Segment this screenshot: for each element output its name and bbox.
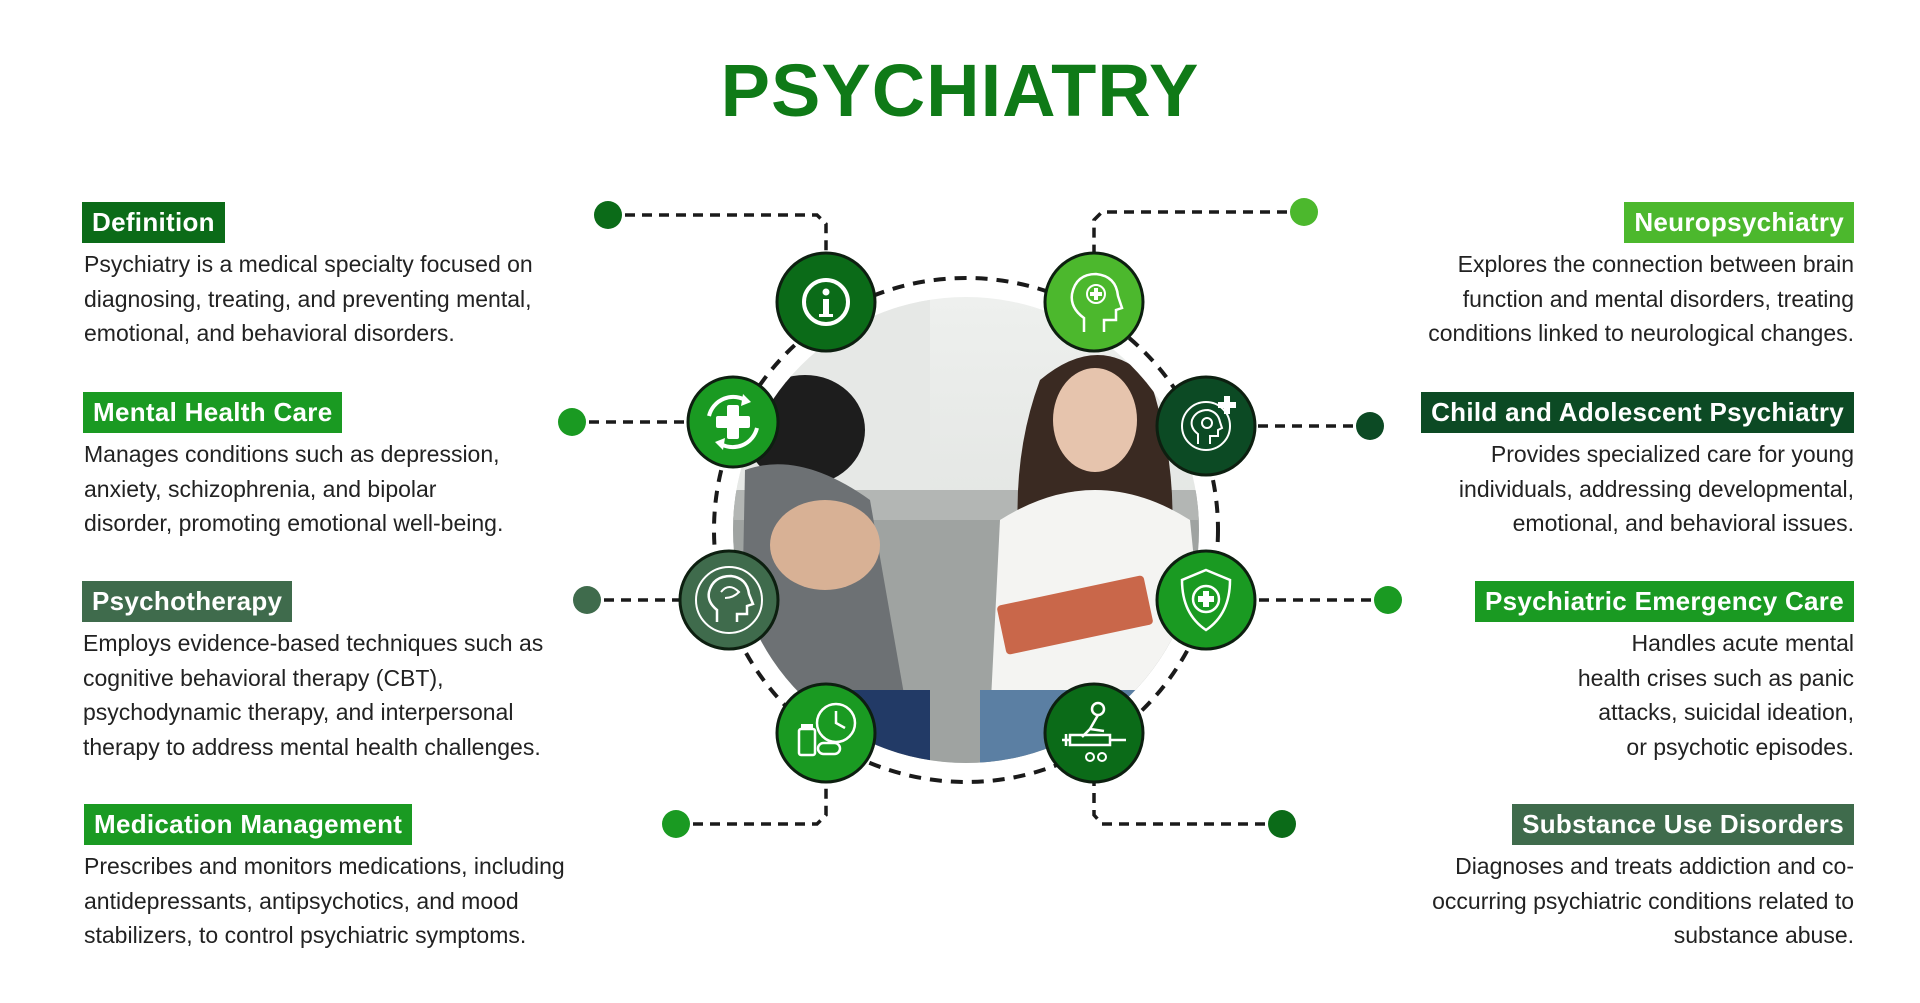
description-line: attacks, suicidal ideation, bbox=[1598, 699, 1854, 725]
syringe-person-icon bbox=[1043, 682, 1145, 784]
section-description: Explores the connection between brain fu… bbox=[1428, 247, 1854, 351]
section-definition: Definition Psychiatry is a medical speci… bbox=[82, 202, 533, 351]
description-line: Psychiatry is a medical specialty focuse… bbox=[84, 251, 533, 277]
section-description: Diagnoses and treats addiction and co- o… bbox=[1432, 849, 1854, 953]
section-description: Prescribes and monitors medications, inc… bbox=[84, 849, 565, 953]
child-head-plus-icon bbox=[1155, 375, 1257, 477]
description-line: antidepressants, antipsychotics, and moo… bbox=[84, 887, 519, 914]
section-label: Child and Adolescent Psychiatry bbox=[1421, 392, 1854, 433]
pills-clock-icon bbox=[775, 682, 877, 784]
section-child-adolescent-psychiatry: Child and Adolescent Psychiatry Provides… bbox=[1421, 392, 1854, 541]
description-line: psychodynamic therapy, and interpersonal bbox=[83, 699, 514, 725]
section-description: Psychiatry is a medical specialty focuse… bbox=[84, 247, 533, 351]
connector-dot bbox=[573, 586, 601, 614]
description-line: Provides specialized care for young bbox=[1490, 441, 1854, 467]
section-psychotherapy: Psychotherapy Employs evidence-based tec… bbox=[82, 581, 543, 764]
shield-cross-icon bbox=[1155, 549, 1257, 651]
description-line: health crises such as panic bbox=[1577, 664, 1854, 691]
description-line: Handles acute mental bbox=[1631, 630, 1854, 656]
section-substance-use-disorders: Substance Use Disorders Diagnoses and tr… bbox=[1432, 804, 1854, 953]
description-line: occurring psychiatric conditions related… bbox=[1432, 887, 1854, 914]
description-line: diagnosing, treating, and preventing men… bbox=[84, 285, 532, 312]
description-line: substance abuse. bbox=[1673, 922, 1854, 948]
description-line: Diagnoses and treats addiction and co- bbox=[1455, 853, 1854, 879]
section-label: Psychotherapy bbox=[82, 581, 293, 622]
section-description: Employs evidence-based techniques such a… bbox=[83, 626, 543, 764]
section-medication-management: Medication Management Prescribes and mon… bbox=[84, 804, 565, 953]
section-label: Neuropsychiatry bbox=[1624, 202, 1854, 243]
connector-dot bbox=[1374, 586, 1402, 614]
section-mental-health-care: Mental Health Care Manages conditions su… bbox=[83, 392, 503, 541]
description-line: stabilizers, to control psychiatric symp… bbox=[84, 922, 527, 948]
page-title: PSYCHIATRY bbox=[720, 49, 1200, 132]
description-line: emotional, and behavioral issues. bbox=[1512, 510, 1854, 536]
connector-dot bbox=[1290, 198, 1318, 226]
description-line: individuals, addressing developmental, bbox=[1458, 475, 1854, 502]
section-description: Handles acute mental health crises such … bbox=[1475, 626, 1854, 764]
description-line: emotional, and behavioral disorders. bbox=[84, 320, 455, 346]
section-description: Manages conditions such as depression, a… bbox=[84, 437, 503, 541]
section-label: Psychiatric Emergency Care bbox=[1475, 581, 1854, 622]
description-line: therapy to address mental health challen… bbox=[83, 733, 541, 760]
description-line: Explores the connection between brain bbox=[1457, 251, 1854, 277]
section-label: Definition bbox=[82, 202, 225, 243]
description-line: Employs evidence-based techniques such a… bbox=[83, 630, 544, 656]
description-line: Manages conditions such as depression, bbox=[84, 441, 500, 467]
description-line: Prescribes and monitors medications, inc… bbox=[84, 853, 565, 879]
description-line: anxiety, schizophrenia, and bipolar bbox=[84, 475, 437, 502]
section-neuropsychiatry: Neuropsychiatry Explores the connection … bbox=[1428, 202, 1854, 351]
description-line: conditions linked to neurological change… bbox=[1428, 320, 1854, 346]
section-label: Mental Health Care bbox=[83, 392, 343, 433]
section-label: Substance Use Disorders bbox=[1512, 804, 1854, 845]
section-psychiatric-emergency-care: Psychiatric Emergency Care Handles acute… bbox=[1475, 581, 1854, 764]
info-icon bbox=[775, 251, 877, 353]
connector-dot bbox=[1268, 810, 1296, 838]
connector-dot bbox=[662, 810, 690, 838]
description-line: disorder, promoting emotional well-being… bbox=[84, 510, 504, 536]
connector-dots bbox=[558, 198, 1402, 838]
section-label: Medication Management bbox=[84, 804, 413, 845]
medical-cross-cycle-icon bbox=[686, 375, 780, 469]
head-medical-icon bbox=[1043, 251, 1145, 353]
description-line: or psychotic episodes. bbox=[1626, 733, 1854, 760]
connector-dot bbox=[1356, 412, 1384, 440]
connector-dot bbox=[594, 201, 622, 229]
connector-lines bbox=[572, 210, 1388, 826]
section-description: Provides specialized care for young indi… bbox=[1421, 437, 1854, 541]
head-brain-icon bbox=[678, 549, 780, 651]
description-line: function and mental disorders, treating bbox=[1462, 285, 1854, 312]
description-line: cognitive behavioral therapy (CBT), bbox=[83, 664, 444, 691]
connector-dot bbox=[558, 408, 586, 436]
dashed-ring bbox=[712, 276, 1220, 784]
